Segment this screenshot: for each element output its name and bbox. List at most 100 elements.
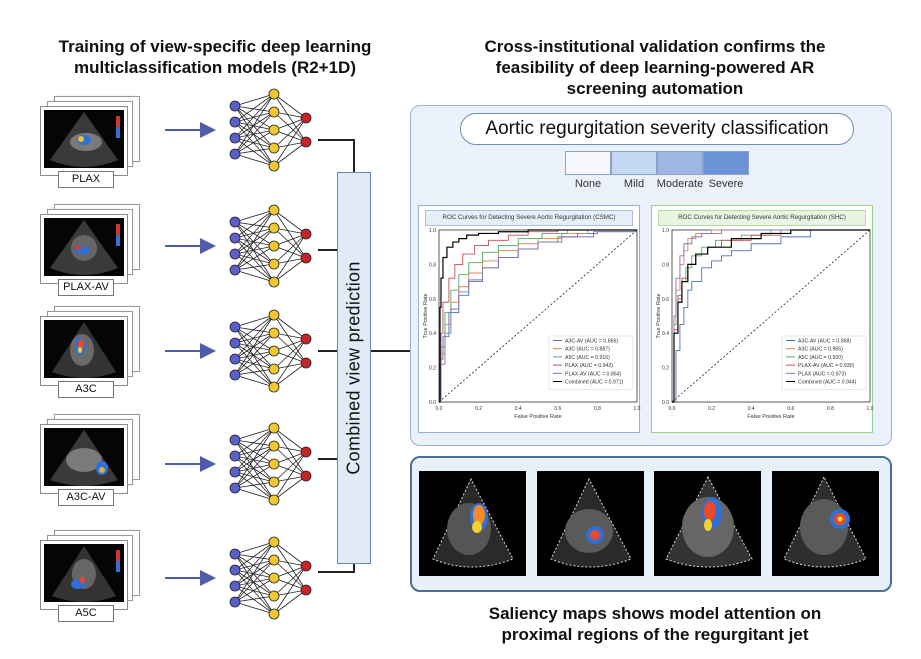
net-node xyxy=(268,124,280,136)
view-stack-plax-av: PLAX-AV xyxy=(40,204,144,296)
net-edge xyxy=(273,129,307,143)
net-edge xyxy=(234,221,275,265)
net-edge xyxy=(234,445,275,457)
net-edge xyxy=(234,314,275,376)
net-edge xyxy=(234,111,275,123)
view-label-a5c: A5C xyxy=(58,605,114,622)
legend-label: Combined (AUC = 0.971) xyxy=(565,380,624,386)
net-edge xyxy=(234,245,275,255)
net-edge xyxy=(273,427,307,453)
net-edge xyxy=(234,553,275,579)
net-node xyxy=(229,596,241,608)
net-edge xyxy=(234,221,275,229)
net-edge xyxy=(234,439,275,501)
echo-sector-icon xyxy=(52,322,116,378)
saliency-caption-line1: Saliency maps shows model attention on xyxy=(488,604,822,623)
net-edge xyxy=(234,253,275,265)
net-edge xyxy=(234,541,275,603)
net-node xyxy=(229,116,241,128)
net-node xyxy=(229,264,241,276)
net-edge xyxy=(234,209,275,255)
y-tick-label: 0.2 xyxy=(662,366,669,372)
net-node xyxy=(229,434,241,446)
net-node xyxy=(300,333,312,345)
view-label-a3c: A3C xyxy=(58,381,114,398)
roc-series-line xyxy=(672,229,870,403)
net-node xyxy=(229,148,241,160)
net-node xyxy=(268,160,280,172)
net-edge xyxy=(234,269,275,283)
net-edge xyxy=(234,342,275,352)
net-edge xyxy=(234,314,275,344)
net-node xyxy=(229,100,241,112)
x-tick-label: 0.2 xyxy=(475,406,482,412)
net-node xyxy=(229,580,241,592)
net-edge xyxy=(273,451,307,465)
net-edge xyxy=(234,93,275,155)
net-edge xyxy=(234,585,275,597)
saliency-caption: Saliency maps shows model attention on p… xyxy=(440,603,870,645)
view-stack-a3c-av: A3C-AV xyxy=(40,414,144,506)
net-node xyxy=(300,228,312,240)
net-edge xyxy=(273,589,307,615)
net-node xyxy=(300,446,312,458)
saliency-image xyxy=(550,477,632,568)
left-heading-line1: Training of view-specific deep learning xyxy=(58,37,372,56)
net-node xyxy=(229,564,241,576)
net-edge xyxy=(273,451,307,483)
net-edge xyxy=(273,559,307,591)
net-edge xyxy=(234,314,275,360)
roc-series-line xyxy=(439,230,638,403)
severity-label-mild: Mild xyxy=(623,178,645,190)
net-node xyxy=(268,309,280,321)
net-edge xyxy=(273,111,307,143)
legend-label: A3C (AUC = 0.887) xyxy=(565,347,610,353)
net-node xyxy=(268,363,280,375)
net-node xyxy=(300,136,312,148)
roc-chart-shc: ROC Curves for Detecting Severe Aortic R… xyxy=(651,205,874,433)
net-edge xyxy=(273,338,307,370)
net-edge xyxy=(234,445,275,489)
net-node xyxy=(229,132,241,144)
net-edge xyxy=(273,541,307,591)
legend-box xyxy=(781,335,867,390)
neural-net-2 xyxy=(229,309,312,393)
net-edge xyxy=(273,233,307,265)
net-node xyxy=(300,357,312,369)
left-heading-line2: multiclassification models (R2+1D) xyxy=(74,58,356,77)
net-edge xyxy=(273,332,307,340)
echo-image xyxy=(44,218,124,276)
net-edge xyxy=(273,451,307,501)
net-node xyxy=(268,345,280,357)
net-edge xyxy=(234,541,275,587)
input-arrows xyxy=(165,122,216,586)
y-axis-label: True Positive Rate xyxy=(423,293,429,338)
x-tick-label: 0.4 xyxy=(515,406,522,412)
net-edge xyxy=(234,326,275,388)
net-edge xyxy=(273,559,307,567)
net-edge xyxy=(234,227,275,255)
net-node xyxy=(229,321,241,333)
net-edge xyxy=(234,471,275,483)
legend-label: PLAX-AV (AUC = 0.864) xyxy=(565,371,622,377)
net-edge xyxy=(273,117,307,167)
net-node xyxy=(268,536,280,548)
net-edge xyxy=(234,569,275,579)
net-node xyxy=(268,106,280,118)
net-edge xyxy=(273,338,307,388)
net-edge xyxy=(273,117,307,131)
net-node xyxy=(229,337,241,349)
net-edge xyxy=(273,209,307,259)
net-edge xyxy=(234,481,275,489)
echo-frame xyxy=(40,106,128,176)
net-edge xyxy=(234,541,275,555)
net-edge xyxy=(234,374,275,388)
net-node xyxy=(268,327,280,339)
connector-bottom xyxy=(318,564,355,573)
net-edge xyxy=(234,427,275,441)
x-tick-label: 0.2 xyxy=(708,406,715,412)
net-node xyxy=(268,476,280,488)
net-edge xyxy=(273,445,307,477)
net-edge xyxy=(234,111,275,139)
neural-net-4 xyxy=(229,536,312,620)
